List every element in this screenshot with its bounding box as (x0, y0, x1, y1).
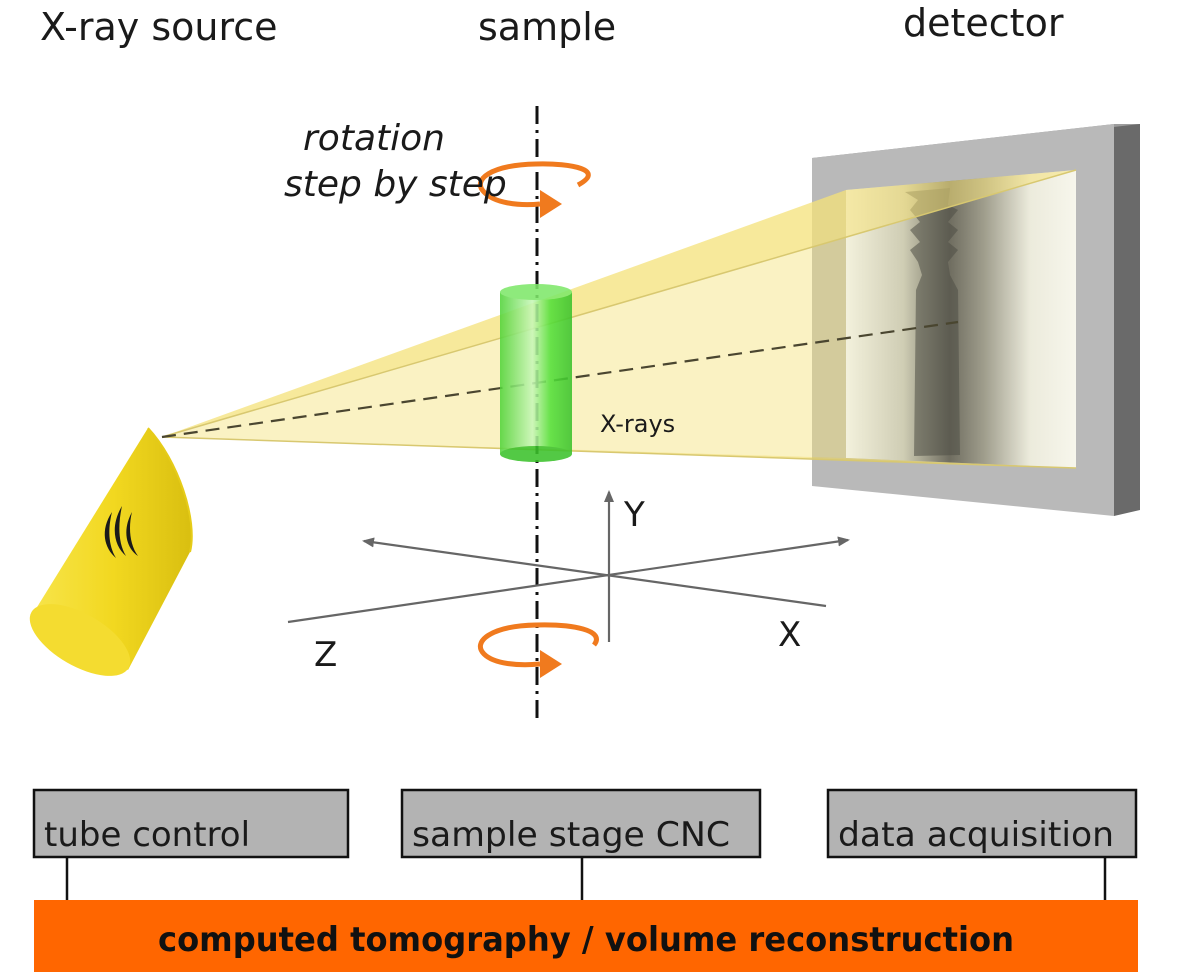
heading-sample: sample (478, 5, 616, 49)
rotation-arrow-bottom (477, 622, 599, 678)
rotation-label-line2: step by step (284, 164, 507, 205)
heading-xray-source: X-ray source (40, 5, 278, 49)
detector-panel (846, 170, 1076, 468)
reconstruction-label: computed tomography / volume reconstruct… (158, 920, 1014, 960)
data-acquisition-label: data acquisition (838, 815, 1114, 855)
axis-y-label: Y (623, 495, 645, 535)
xray-tube (29, 427, 193, 676)
rotation-label-line1: rotation (303, 118, 445, 159)
sample-cylinder (500, 284, 572, 462)
beam-edge-top (161, 169, 1077, 438)
coordinate-axes (287, 490, 850, 642)
data-acquisition-box: data acquisition (826, 788, 1138, 902)
beam-edge-bottom (161, 436, 1077, 469)
tube-control-label: tube control (44, 815, 250, 855)
reconstruction-bar: computed tomography / volume reconstruct… (34, 900, 1138, 972)
eagle-logo-icon (104, 506, 146, 562)
sample-stage-box: sample stage CNC (400, 788, 762, 902)
heading-detector: detector (903, 1, 1064, 45)
sample-stage-label: sample stage CNC (412, 815, 730, 855)
axis-z-line (287, 536, 850, 624)
detector-frame-side (1114, 124, 1140, 516)
rotation-arrow-top (477, 161, 591, 218)
axis-x-line (362, 537, 827, 608)
xrays-label: X-rays (600, 410, 675, 438)
axis-z-label: Z (314, 635, 337, 675)
tube-control-box: tube control (32, 788, 350, 902)
detector-sample-shadow (905, 188, 960, 456)
axis-x-label: X (778, 615, 801, 655)
